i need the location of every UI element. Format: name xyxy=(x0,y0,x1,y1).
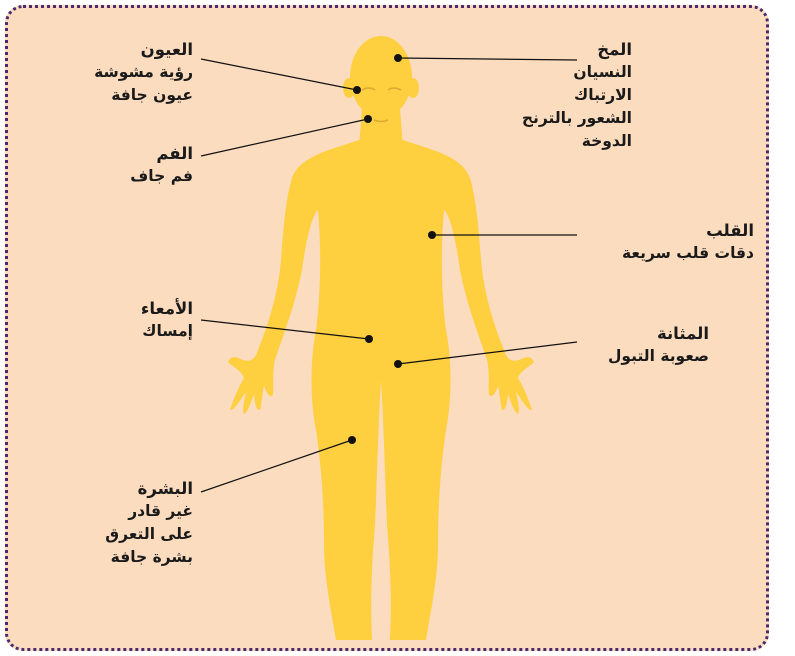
label-brain-line-3: الشعور بالترنح xyxy=(522,107,632,130)
label-skin: البشرة غير قادر على التعرق بشرة جافة xyxy=(105,477,193,569)
label-eyes-title: العيون xyxy=(94,38,193,61)
dot-bladder xyxy=(394,360,402,368)
dot-brain xyxy=(394,54,402,62)
head xyxy=(350,36,412,118)
label-heart-line-1: دقات قلب سريعة xyxy=(622,242,754,265)
label-eyes-line-1: رؤية مشوشة xyxy=(94,61,193,84)
right-ear xyxy=(407,78,419,98)
label-brain-title: المخ xyxy=(522,38,632,61)
body-outline xyxy=(228,140,534,640)
label-skin-line-3: بشرة جافة xyxy=(105,546,193,569)
dot-heart xyxy=(428,231,436,239)
label-bladder: المثانة صعوبة التبول xyxy=(608,322,709,368)
label-brain-line-1: النسيان xyxy=(522,61,632,84)
label-skin-line-2: على التعرق xyxy=(105,523,193,546)
label-bladder-line-1: صعوبة التبول xyxy=(608,345,709,368)
label-bladder-title: المثانة xyxy=(608,322,709,345)
label-intestines-title: الأمعاء xyxy=(141,297,193,320)
dot-skin xyxy=(348,436,356,444)
label-eyes: العيون رؤية مشوشة عيون جافة xyxy=(94,38,193,107)
label-heart: القلب دقات قلب سريعة xyxy=(622,219,754,265)
label-mouth: الفم فم جاف xyxy=(130,142,193,188)
label-brain: المخ النسيان الارتباك الشعور بالترنح الد… xyxy=(522,38,632,153)
label-brain-line-4: الدوخة xyxy=(522,130,632,153)
label-eyes-line-2: عيون جافة xyxy=(94,84,193,107)
label-intestines-line-1: إمساك xyxy=(141,320,193,343)
label-brain-line-2: الارتباك xyxy=(522,84,632,107)
label-intestines: الأمعاء إمساك xyxy=(141,297,193,343)
label-mouth-line-1: فم جاف xyxy=(130,165,193,188)
dot-mouth xyxy=(364,115,372,123)
label-skin-title: البشرة xyxy=(105,477,193,500)
dot-intestines xyxy=(365,335,373,343)
dot-eyes xyxy=(353,86,361,94)
label-mouth-title: الفم xyxy=(130,142,193,165)
body-silhouette xyxy=(228,36,534,640)
leader-eyes xyxy=(201,59,357,90)
label-heart-title: القلب xyxy=(622,219,754,242)
label-skin-line-1: غير قادر xyxy=(105,500,193,523)
